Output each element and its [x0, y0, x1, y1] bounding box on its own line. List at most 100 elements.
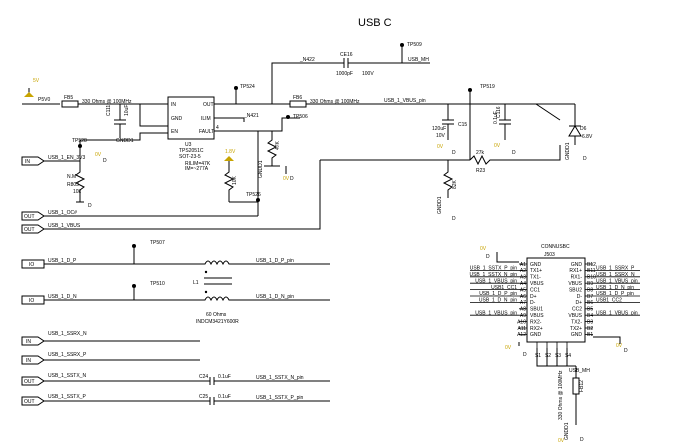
c15-value: 120uF	[432, 126, 446, 132]
connector-right-pin-name: GND	[571, 262, 583, 268]
port-dp-dir: IO	[29, 262, 34, 268]
connector-left-pin-number: A1	[520, 262, 526, 268]
connector-right-pin-number: B9	[587, 281, 593, 287]
0v-label-5: 0V	[480, 246, 487, 252]
port-oc-tag	[21, 211, 45, 221]
u3-pin-gnd: GND	[171, 116, 183, 122]
usb2-data-path: TP507 TP510 L1 60 Ohms INDCM3421Y600R US…	[44, 240, 330, 325]
connector-right-net-label: USB_1_VBUS_pin	[596, 310, 638, 316]
d-label-8: D	[486, 254, 490, 260]
vbus-pin-net-label: USB_1_VBUS_pin	[384, 98, 426, 104]
connector-right-pin-number: B2	[587, 326, 593, 332]
sstx-p-pin-net: USB_1_SSTX_P_pin	[256, 395, 303, 401]
connector-left-pin-name: D-	[530, 300, 536, 306]
l1-impedance: 60 Ohms	[206, 312, 227, 318]
c25-ref: C25	[199, 394, 208, 400]
connector-right-pin-name: TX2-	[571, 319, 582, 325]
port-sstx-p-name: USB_1_SSTX_P	[48, 394, 86, 400]
port-sstx-p-dir: OUT	[24, 399, 35, 405]
connector-right-pin-number: B12	[587, 262, 596, 268]
connector-right-pin-name: CC2	[572, 307, 582, 313]
port-oc-name: USB_1_OC#	[48, 210, 77, 216]
connector-left-pin-name: RX2-	[530, 319, 542, 325]
connector-left-pin-name: VBUS	[530, 281, 544, 287]
n421-net-label: _N421	[243, 113, 259, 119]
gnd-label-5: GNDD1	[564, 422, 570, 440]
connector-right-pin-name: VBUS	[568, 313, 582, 319]
connector-right-pin-number: B4	[587, 313, 593, 319]
r23-value: 27k	[476, 150, 485, 156]
usb-mh-net-top: USB_MH	[408, 57, 429, 63]
connector-left-pin-name: RX2+	[530, 326, 543, 332]
port-vbus-tag	[21, 224, 45, 234]
d-label-10: D	[624, 348, 628, 354]
u3-pin-number-4: 4	[216, 125, 219, 131]
connector-left-pin-name: SBU1	[530, 307, 543, 313]
connector-left-pin-number: A11	[517, 326, 526, 332]
1v8-label: 1.8V	[225, 149, 236, 155]
d-label-1: D	[290, 176, 294, 182]
connector-right-net-label: USB_1_SSRX_N	[596, 272, 635, 278]
connector-shield-pin-number: S4	[565, 353, 571, 359]
port-ssrx-n-dir: IN	[26, 339, 31, 345]
connector-right-pin-number: B6	[587, 300, 593, 306]
5v-label: 5V	[33, 78, 40, 84]
connector-right-pin-name: RX1+	[569, 268, 582, 274]
5v-power-symbol	[24, 92, 34, 97]
connector-right-pin-number: B10	[587, 275, 596, 281]
connector-left-pin-number: A3	[520, 275, 526, 281]
tp509-label: TP509	[407, 42, 422, 48]
port-en-3v3-name: USB_1_EN_3V3	[48, 155, 85, 161]
connector-left-net-label: USB_1_VBUS_pin	[475, 278, 517, 284]
n422-net-label: _N422	[299, 57, 315, 63]
connector-right-net-label: USB1_CC2	[596, 298, 622, 304]
port-dn-dir: IO	[29, 298, 34, 304]
connector-right-pin-number: B5	[587, 307, 593, 313]
fb5-ferrite-bead	[61, 100, 79, 108]
connector-left-pin-number: A10	[517, 319, 526, 325]
l1-common-mode-choke	[200, 260, 236, 302]
port-oc-dir: OUT	[24, 214, 35, 220]
connector-shield-pin-number: S1	[535, 353, 541, 359]
fb12-ref: FB12	[579, 380, 585, 392]
connector-right-net-label: USB_1_D_P_pin	[596, 291, 634, 297]
port-sstx-n-dir: OUT	[24, 379, 35, 385]
connector-shield-pin-number: S3	[555, 353, 561, 359]
c24-ref: C24	[199, 374, 208, 380]
connector-left-net-label: USB_1_SSTX_N_pin	[469, 272, 517, 278]
u3-pin-fault: FAULT	[199, 129, 214, 135]
tp526-label: TP526	[246, 192, 261, 198]
port-ssrx-n-tag	[21, 336, 45, 346]
d-label-11: D	[580, 437, 584, 443]
r-pullup-value: 10K	[232, 175, 238, 185]
c116-ref: C116	[496, 106, 502, 118]
connector-left-pin-number: A2	[520, 268, 526, 274]
connector-left-net-label: USB1_CC1	[491, 285, 517, 291]
c15-ref: C15	[458, 122, 467, 128]
connector-left-net-label: USB_1_SSTX_P_pin	[470, 266, 517, 272]
u3-pin-out: OUT	[203, 102, 214, 108]
fb6-ferrite-bead	[289, 100, 307, 108]
connector-right-pin-number: B3	[587, 319, 593, 325]
ce16-ref: CE16	[340, 52, 353, 58]
port-ssrx-p-dir: IN	[26, 358, 31, 364]
usb-mh-net-bottom: USB_MH	[569, 368, 590, 374]
r803-ref: R803	[67, 182, 79, 188]
l1-part: INDCM3421Y600R	[196, 319, 239, 325]
port-sstx-n-name: USB_1_SSTX_N	[48, 373, 86, 379]
connector-body	[526, 257, 586, 343]
ce16-voltage: 100V	[362, 71, 374, 77]
connector-left-pin-number: A8	[520, 307, 526, 313]
tp524-label: TP524	[240, 84, 255, 90]
0v-label-3: 0V	[494, 143, 501, 149]
vbus-power-path: 5V P5V0 FB5 330 Ohms @ 100MHz C111 10uF …	[22, 42, 593, 230]
u3-package: SOT-23-5	[179, 154, 201, 160]
u3-pin-ilim: ILIM	[201, 116, 211, 122]
port-ssrx-p-name: USB_1_SSRX_P	[48, 352, 87, 358]
connector-left-pin-number: A12	[517, 332, 526, 338]
u3-note-1: RILIM=47K	[185, 161, 211, 167]
0v-label-6: 0V	[505, 345, 512, 351]
port-en-3v3-dir: IN	[25, 159, 30, 165]
connector-right-pin-name: D+	[575, 300, 582, 306]
r803-extra: N.M	[67, 174, 76, 180]
